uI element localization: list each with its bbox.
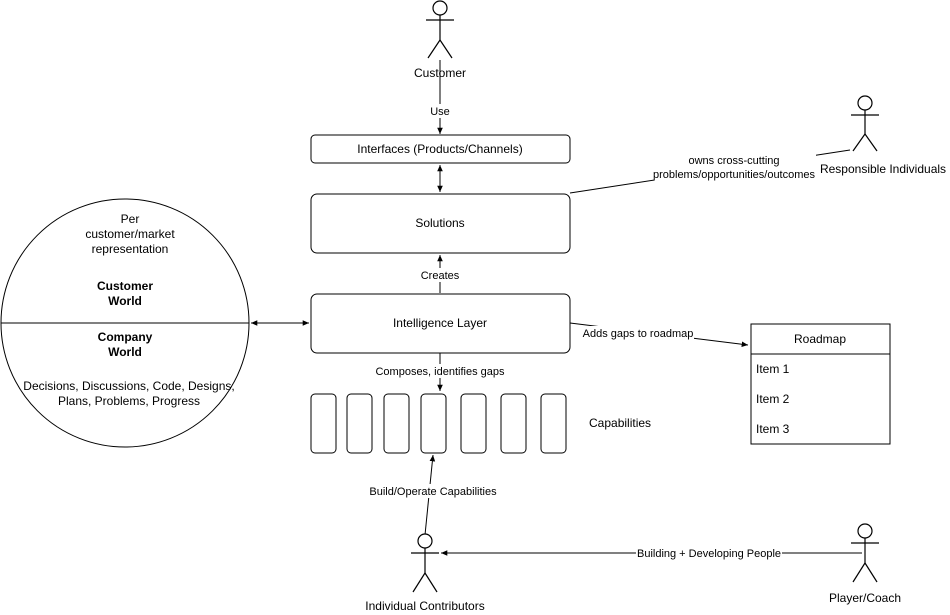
customer-actor-head [432,0,448,16]
capabilities-group: Capabilities [310,393,651,454]
adds-gaps-label-bg [581,326,694,340]
customer-world-line1: Customer [97,279,153,293]
developing-label-bg [636,546,782,560]
per-label-line3: representation [92,242,169,256]
interfaces-box [310,134,571,164]
per-label-line2: customer/market [85,227,175,241]
capability-box-5[interactable] [460,393,487,454]
roadmap-title: Roadmap [794,332,846,346]
intelligence-node[interactable]: Intelligence Layer [310,293,571,354]
capability-box-1[interactable] [310,393,337,454]
composes-label: Composes, identifies gaps [375,366,505,378]
solutions-label: Solutions [415,216,464,230]
responsible-actor-leg-right [864,133,878,152]
capability-box-7[interactable] [540,393,567,454]
creates-edge-label: Creates [421,270,460,282]
contributors-actor-leg-right [424,572,438,593]
capability-box-2[interactable] [346,393,373,454]
capabilities-label: Capabilities [589,416,651,430]
company-world-line2: World [108,345,142,359]
build-label-bg [368,484,499,498]
contributors-actor-head [417,533,433,549]
solutions-box [310,193,571,254]
composes-label-bg [374,364,507,378]
roadmap-item-1[interactable]: Item 1 [756,362,790,376]
responsible-actor-leg-left [852,133,866,152]
interfaces-node[interactable]: Interfaces (Products/Channels) [310,134,571,164]
contributors-actor-leg-left [412,572,426,593]
capability-box-3[interactable] [383,393,410,454]
responsible-label: Responsible Individuals [820,162,946,176]
contributors-label: Individual Contributors [365,599,484,613]
customer-world-line2: World [108,294,142,308]
responsible-actor-head [857,95,873,111]
customer-actor-leg-left [427,39,441,59]
coach-actor-leg-left [852,562,866,583]
coach-label: Player/Coach [829,591,901,605]
coach-actor[interactable]: Player/Coach [829,523,901,605]
use-edge-label: Use [430,106,450,118]
creates-edge-label-bg [418,268,463,282]
owns-edge-label-bg [654,152,816,182]
owns-edge-label-line2: problems/opportunities/outcomes [653,169,816,181]
coach-actor-leg-right [864,562,878,583]
use-edge-label-bg [429,104,452,118]
world-detail-line1: Decisions, Discussions, Code, Designs, [23,379,234,393]
capability-box-6[interactable] [500,393,527,454]
roadmap-node[interactable]: Roadmap Item 1 Item 2 Item 3 [750,323,891,445]
owns-edge-label-line1: owns cross-cutting [688,155,779,167]
world-detail-line2: Plans, Problems, Progress [58,394,200,408]
customer-actor-leg-right [439,39,453,59]
roadmap-item-3[interactable]: Item 3 [756,422,790,436]
responsible-label-bg [818,162,948,176]
roadmap-item-2[interactable]: Item 2 [756,392,790,406]
responsible-actor[interactable]: Responsible Individuals [818,95,948,176]
company-world-line1: Company [98,330,153,344]
build-label: Build/Operate Capabilities [369,486,497,498]
intelligence-label: Intelligence Layer [393,316,487,330]
solutions-node[interactable]: Solutions [310,193,571,254]
coach-actor-head [857,523,873,539]
per-label-line1: Per [121,212,140,226]
capability-box-4[interactable] [420,393,447,454]
roadmap-box [750,323,891,445]
interfaces-label: Interfaces (Products/Channels) [357,142,522,156]
developing-label: Building + Developing People [637,548,781,560]
adds-gaps-label: Adds gaps to roadmap [583,328,694,340]
world-circle-node[interactable]: Per customer/market representation Custo… [0,198,250,448]
contributors-actor[interactable]: Individual Contributors [365,533,485,613]
